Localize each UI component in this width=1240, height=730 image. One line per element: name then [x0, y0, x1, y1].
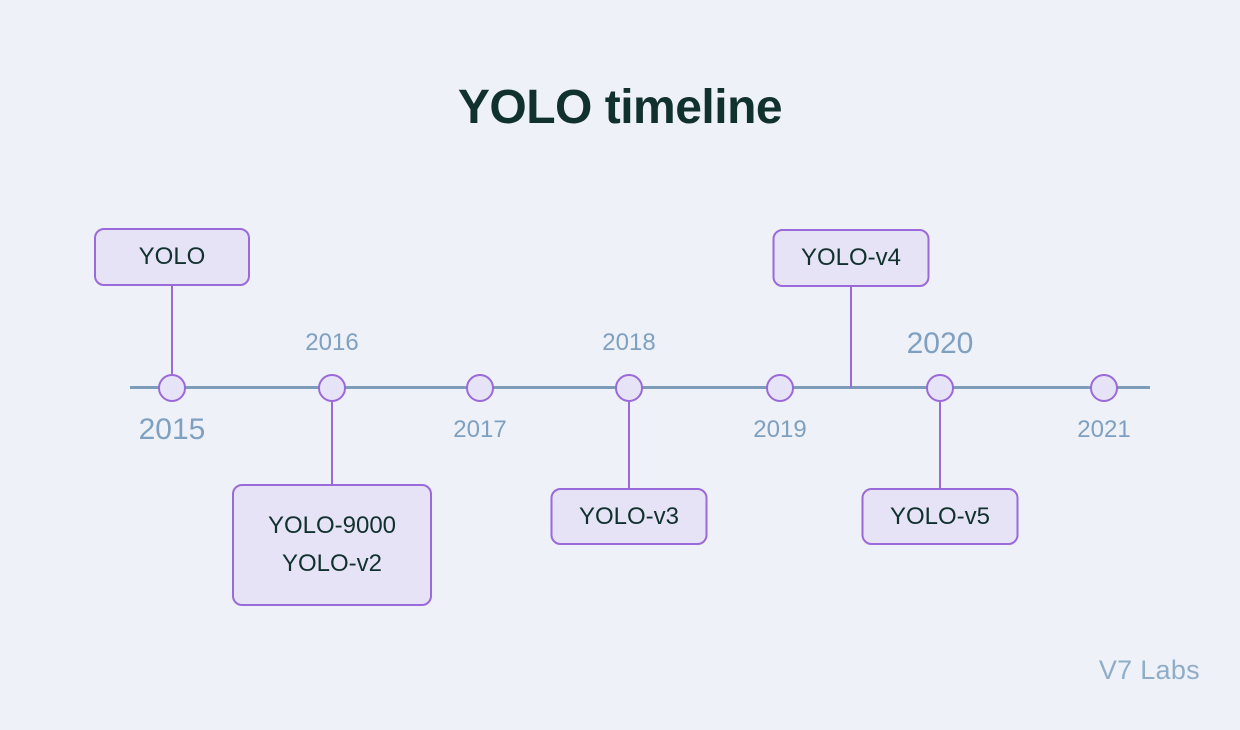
year-label-2020: 2020 [906, 327, 974, 360]
connector-yolo-9000-v2 [331, 402, 333, 484]
page-title: YOLO timeline [457, 81, 783, 134]
event-box-yolo-v3[interactable]: YOLO-v3 [550, 488, 708, 545]
watermark-v7-labs: V7 Labs [1098, 655, 1200, 685]
timeline-node-2019[interactable] [766, 374, 794, 402]
event-box-label: YOLO-v3 [578, 502, 680, 530]
year-label-2021: 2021 [1077, 416, 1131, 443]
event-box-yolo-v4[interactable]: YOLO-v4 [772, 229, 930, 287]
year-label-2018: 2018 [602, 329, 656, 356]
event-box-label: YOLO-9000 [267, 512, 397, 539]
timeline-node-2017[interactable] [466, 374, 494, 402]
timeline-node-2018[interactable] [615, 374, 643, 402]
event-box-label: YOLO-v5 [889, 502, 991, 530]
year-label-2017: 2017 [453, 416, 507, 443]
timeline-node-2020[interactable] [926, 374, 954, 402]
year-label-2016: 2016 [305, 329, 359, 356]
timeline-node-2016[interactable] [318, 374, 346, 402]
year-label-2019: 2019 [753, 416, 807, 443]
event-box-label: YOLO-v2 [281, 550, 383, 577]
connector-yolo-v5 [939, 402, 941, 488]
event-box-yolo-v5[interactable]: YOLO-v5 [861, 488, 1019, 545]
connector-yolo-v3 [628, 402, 630, 488]
connector-yolo [171, 286, 173, 374]
connector-yolo-v4 [850, 287, 852, 388]
timeline-node-2021[interactable] [1090, 374, 1118, 402]
timeline-node-2015[interactable] [158, 374, 186, 402]
event-box-label: YOLO [138, 243, 206, 270]
event-box-label: YOLO-v4 [800, 244, 902, 271]
event-box-yolo[interactable]: YOLO [94, 228, 250, 286]
year-label-2015: 2015 [138, 413, 206, 446]
